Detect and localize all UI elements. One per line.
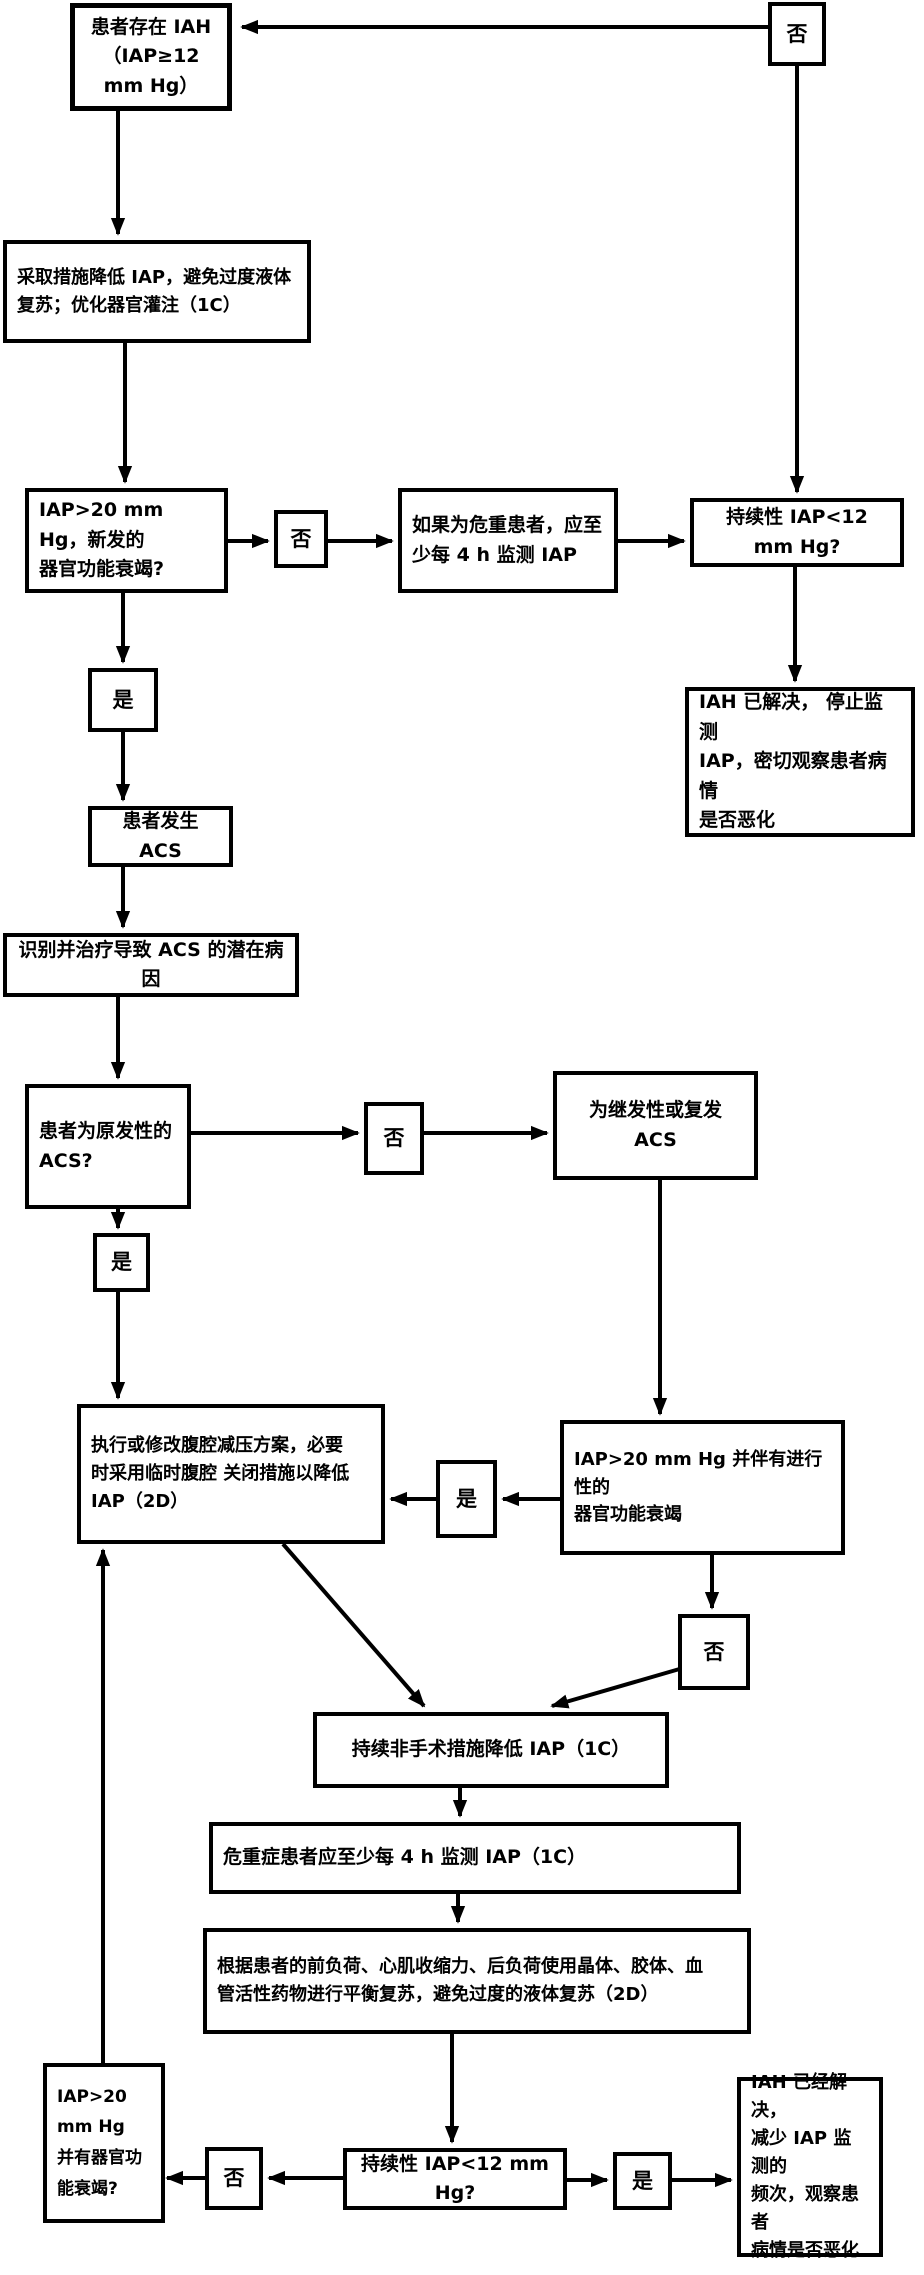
node-iah-resolved-top: IAH 已解决， 停止监测 IAP，密切观察患者病情 是否恶化 (685, 687, 915, 837)
node-iap-gt20-organ-failure: IAP>20 mm Hg 并有器官功 能衰竭? (43, 2063, 165, 2223)
node-nonsurgical-measures: 持续非手术措施降低 IAP（1C） (313, 1712, 669, 1788)
edge-decompression-to-nonsurgical (281, 1542, 426, 1708)
node-iah-resolved-bottom: IAH 已经解决， 减少 IAP 监测的 频次，观察患者 病情是否恶化 (737, 2072, 883, 2261)
node-iap-gt20-progressive: IAP>20 mm Hg 并伴有进行性的 器官功能衰竭 (560, 1420, 845, 1555)
node-primary-acs: 患者为原发性的 ACS? (25, 1084, 191, 1209)
node-iap-gt20-new-failure: IAP>20 mm Hg，新发的 器官功能衰竭? (25, 488, 228, 593)
node-yes-2: 是 (93, 1233, 150, 1292)
node-yes-1: 是 (88, 668, 158, 732)
node-yes-3: 是 (436, 1460, 497, 1538)
edge-no4-to-nonsurgical (550, 1666, 684, 1709)
node-acs-occurs: 患者发生 ACS (88, 806, 233, 867)
node-no-2: 否 (274, 510, 328, 568)
node-reduce-iap: 采取措施降低 IAP，避免过度液体 复苏；优化器官灌注（1C） (3, 240, 311, 343)
node-no-top: 否 (768, 2, 826, 66)
node-no-5: 否 (205, 2147, 263, 2210)
node-monitor-every-4h: 如果为危重患者，应至 少每 4 h 监测 IAP (398, 488, 618, 593)
node-secondary-acs: 为继发性或复发 ACS (553, 1071, 758, 1180)
node-yes-4: 是 (613, 2152, 672, 2210)
node-no-3: 否 (364, 1102, 424, 1175)
node-decompression-plan: 执行或修改腹腔减压方案，必要 时采用临时腹腔 关闭措施以降低 IAP（2D） (77, 1404, 385, 1544)
node-identify-cause: 识别并治疗导致 ACS 的潜在病因 (3, 933, 299, 997)
node-patient-has-iah: 患者存在 IAH （IAP≥12 mm Hg） (70, 3, 232, 111)
node-balanced-resuscitation: 根据患者的前负荷、心肌收缩力、后负荷使用晶体、胶体、血 管活性药物进行平衡复苏，… (203, 1928, 751, 2034)
node-no-4: 否 (678, 1614, 750, 1690)
node-sustained-iap-lt12-top: 持续性 IAP<12 mm Hg? (690, 498, 904, 567)
node-critical-monitor-4h: 危重症患者应至少每 4 h 监测 IAP（1C） (209, 1822, 741, 1894)
node-sustained-iap-lt12-bottom: 持续性 IAP<12 mm Hg? (343, 2148, 567, 2210)
